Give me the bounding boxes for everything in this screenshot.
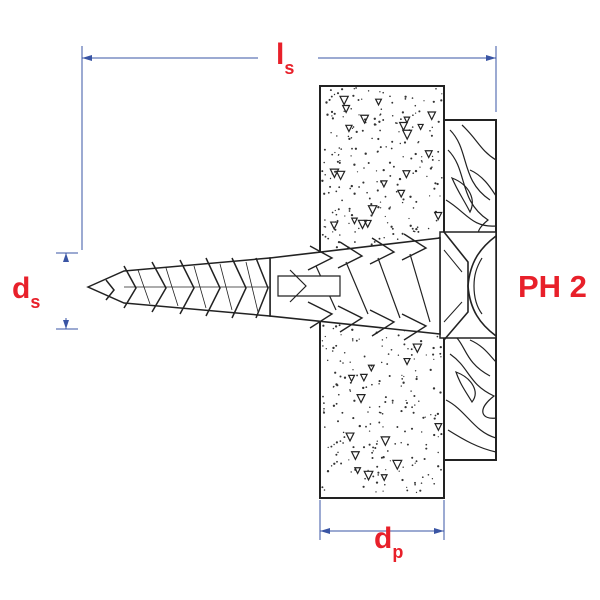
label-ls: ls <box>276 38 294 78</box>
dimension-dp <box>319 500 445 540</box>
screw <box>86 257 271 319</box>
label-ds: ds <box>12 272 40 312</box>
plug-collar <box>439 231 497 341</box>
wall-plug <box>269 233 441 341</box>
dimension-ls <box>81 46 497 250</box>
dimension-ds <box>56 252 78 330</box>
label-drive-type: PH 2 <box>518 269 587 304</box>
label-dp: dp <box>374 522 403 562</box>
